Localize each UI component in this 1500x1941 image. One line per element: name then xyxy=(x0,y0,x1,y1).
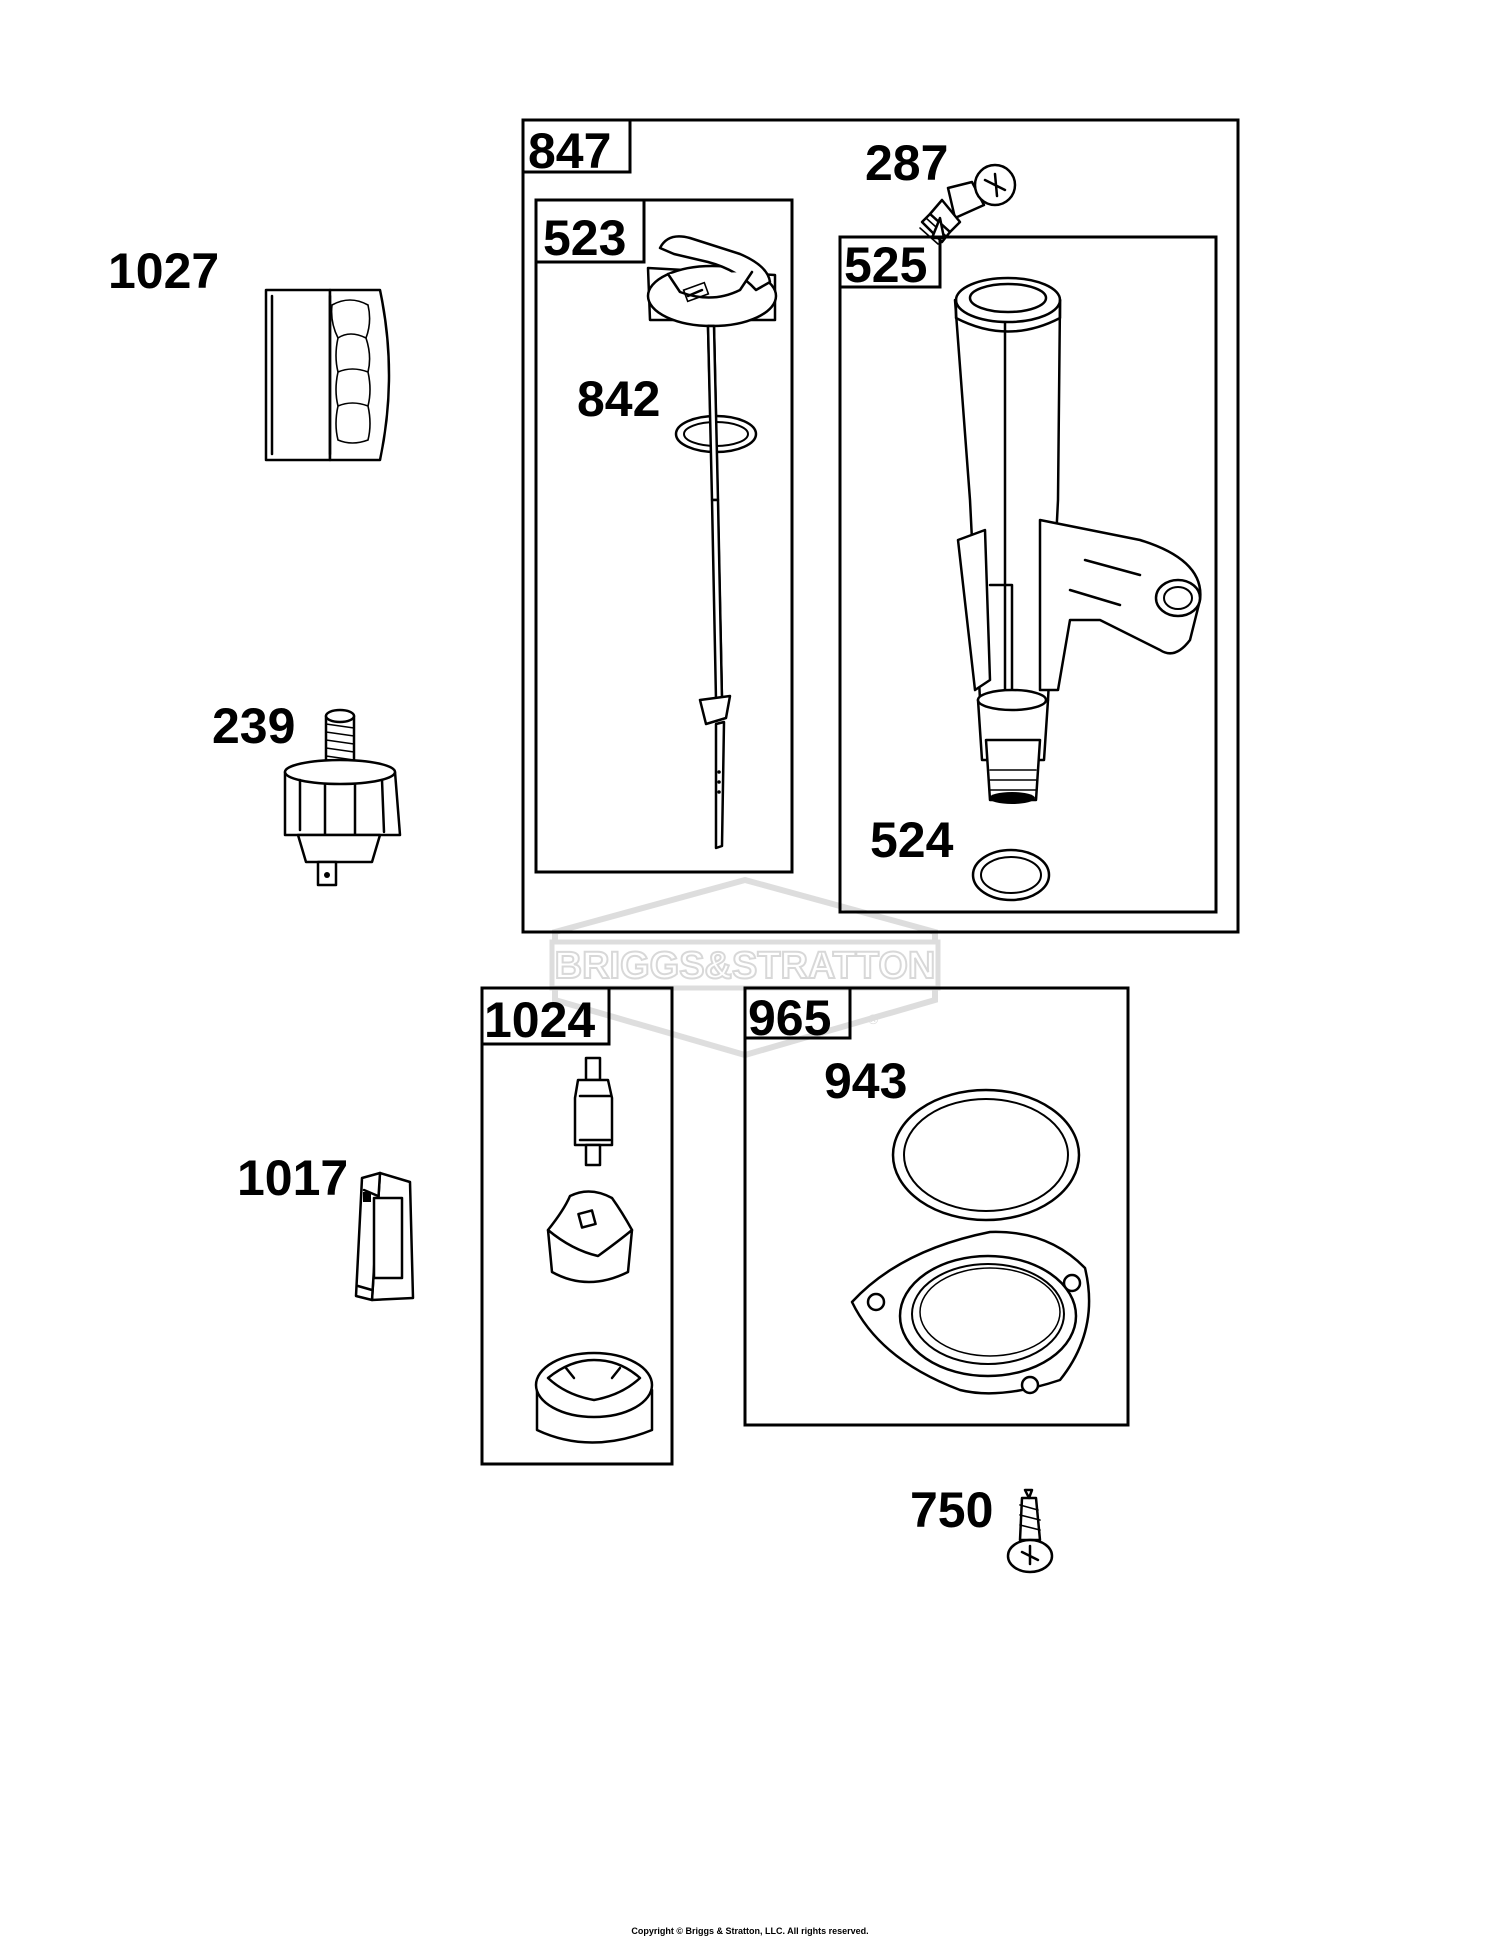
dipstick-cap-icon xyxy=(646,235,778,328)
part-number-847: 847 xyxy=(528,123,611,179)
copyright-notice: Copyright © Briggs & Stratton, LLC. All … xyxy=(631,1926,869,1936)
part-number-1027: 1027 xyxy=(108,243,219,299)
oil-pressure-switch-icon xyxy=(283,708,402,887)
part-number-943: 943 xyxy=(824,1053,907,1109)
gasket-ring-icon xyxy=(891,1088,1081,1222)
outer-rotor-icon xyxy=(534,1351,654,1444)
part-number-239: 239 xyxy=(212,698,295,754)
pump-shaft-icon xyxy=(573,1056,614,1167)
assembly-box-847 xyxy=(521,118,1240,934)
inner-rotor-icon xyxy=(546,1190,634,1284)
part-number-965: 965 xyxy=(748,990,831,1046)
part-number-1024: 1024 xyxy=(484,992,595,1048)
brand-watermark-text: BRIGGS&STRATTON xyxy=(555,945,936,987)
self-tapping-screw-icon xyxy=(1006,1488,1054,1574)
part-number-525: 525 xyxy=(844,237,927,293)
assembly-box-965 xyxy=(743,986,1130,1427)
gasket-bracket-icon xyxy=(354,1171,415,1302)
dipstick-tube-icon xyxy=(953,276,1202,804)
oil-filter-icon xyxy=(264,288,391,462)
screw-icon xyxy=(919,163,1017,245)
pump-cover-icon xyxy=(850,1230,1091,1395)
part-number-287: 287 xyxy=(865,135,948,191)
dipstick-icon xyxy=(674,324,758,850)
o-ring-icon xyxy=(971,848,1051,902)
assembly-box-525 xyxy=(838,235,1218,914)
part-number-750: 750 xyxy=(910,1482,993,1538)
part-number-1017: 1017 xyxy=(237,1150,348,1206)
part-number-523: 523 xyxy=(543,210,626,266)
part-number-842: 842 xyxy=(577,371,660,427)
part-number-524: 524 xyxy=(870,812,954,868)
assembly-box-523 xyxy=(534,198,794,874)
registered-mark: ® xyxy=(868,1011,879,1027)
